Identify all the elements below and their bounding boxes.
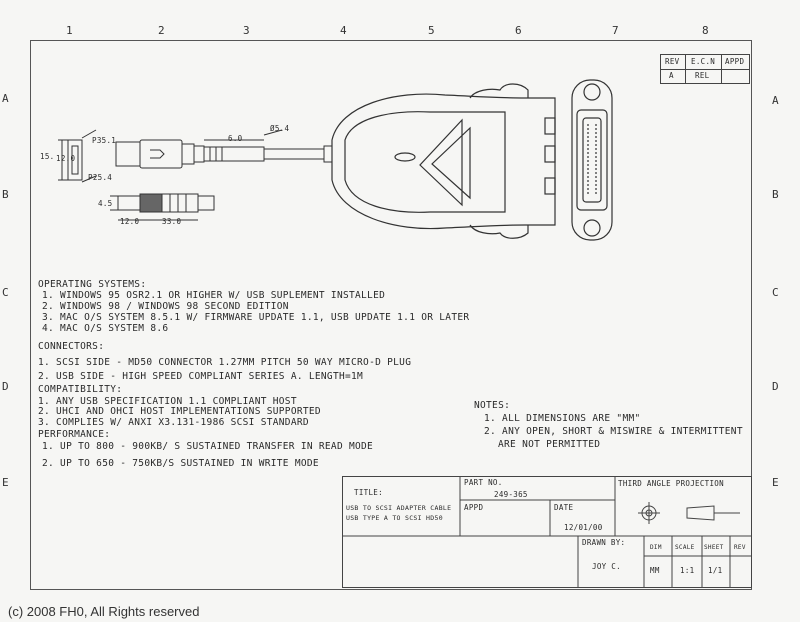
grid-col-5: 5: [428, 24, 435, 37]
cable-drawing: [58, 79, 613, 241]
drawing-frame: [30, 40, 752, 590]
drawn-by-value: JOY C.: [592, 562, 621, 571]
dim-l330: 33.0: [162, 217, 182, 226]
grid-row-a-right: A: [772, 94, 779, 107]
connectors-item: 2. USB SIDE - HIGH SPEED COMPLIANT SERIE…: [38, 371, 364, 382]
grid-row-b-left: B: [2, 188, 9, 201]
grid-col-2: 2: [158, 24, 165, 37]
notes-item: 1. ALL DIMENSIONS ARE "MM": [484, 413, 641, 424]
usb-plug-top-view: [110, 193, 215, 221]
notes-item: ARE NOT PERMITTED: [498, 439, 601, 450]
compatibility-heading: COMPATIBILITY:: [38, 384, 123, 395]
dim-w15: 15.: [40, 152, 55, 161]
dim-len60: 6.0: [228, 134, 243, 143]
performance-heading: PERFORMANCE:: [38, 429, 111, 440]
dim-value: MM: [650, 566, 660, 575]
part-no-value: 249-365: [494, 490, 528, 499]
dim-w12: 12.0: [56, 154, 76, 163]
dim-label: DIM: [650, 544, 662, 551]
compatibility-item: 3. COMPLIES W/ ANXI X3.131-1986 SCSI STA…: [38, 417, 309, 428]
performance-item: 1. UP TO 800 - 900KB/ S SUSTAINED TRANSF…: [42, 441, 374, 452]
notes-item: 2. ANY OPEN, SHORT & MISWIRE & INTERMITT…: [484, 426, 743, 437]
dim-h45: 4.5: [98, 199, 113, 208]
rev-value: A: [669, 71, 674, 80]
dim-dia54: Ø5.4: [270, 124, 290, 133]
scale-label: SCALE: [675, 544, 695, 551]
projection-label: THIRD ANGLE PROJECTION: [618, 479, 724, 488]
grid-col-7: 7: [612, 24, 619, 37]
title-block: TITLE: USB TO SCSI ADAPTER CABLE USB TYP…: [342, 476, 752, 588]
title-line-1: USB TO SCSI ADAPTER CABLE: [346, 504, 452, 512]
performance-item: 2. UP TO 650 - 750KB/S SUSTAINED IN WRIT…: [42, 458, 319, 469]
drawn-by-label: DRAWN BY:: [582, 538, 626, 547]
appd-header: APPD: [725, 57, 745, 66]
usb-plug-front-view: [58, 129, 97, 183]
ecn-value: REL: [695, 71, 710, 80]
grid-row-e-left: E: [2, 476, 9, 489]
grid-col-8: 8: [702, 24, 709, 37]
grid-col-1: 1: [66, 24, 73, 37]
grid-row-a-left: A: [2, 92, 9, 105]
rev-header: REV: [665, 57, 680, 66]
date-value: 12/01/00: [564, 523, 603, 532]
dim-p254: P25.4: [88, 173, 113, 182]
scale-value: 1:1: [680, 566, 695, 575]
grid-row-e-right: E: [772, 476, 779, 489]
dim-l120: 12.0: [120, 217, 140, 226]
connectors-item: 1. SCSI SIDE - MD50 CONNECTOR 1.27MM PIT…: [38, 357, 412, 368]
compatibility-item: 2. UHCI AND OHCI HOST IMPLEMENTATIONS SU…: [38, 406, 321, 417]
grid-row-c-left: C: [2, 286, 9, 299]
usb-plug-side-view: [115, 129, 333, 169]
grid-col-3: 3: [243, 24, 250, 37]
grid-row-d-right: D: [772, 380, 779, 393]
os-item: 3. MAC O/S SYSTEM 8.5.1 W/ FIRMWARE UPDA…: [42, 312, 470, 323]
rev-label: REV: [734, 544, 746, 551]
ecn-header: E.C.N: [691, 57, 716, 66]
grid-col-6: 6: [515, 24, 522, 37]
copyright-notice: (c) 2008 FH0, All Rights reserved: [8, 604, 200, 619]
adapter-body: [331, 83, 556, 239]
grid-col-4: 4: [340, 24, 347, 37]
os-item: 2. WINDOWS 98 / WINDOWS 98 SECOND EDITIO…: [42, 301, 289, 312]
micro-d-connector-view: [571, 79, 613, 241]
sheet-value: 1/1: [708, 566, 723, 575]
compatibility-item: 1. ANY USB SPECIFICATION 1.1 COMPLIANT H…: [38, 396, 297, 407]
os-item: 1. WINDOWS 95 OSR2.1 OR HIGHER W/ USB SU…: [42, 290, 386, 301]
grid-row-c-right: C: [772, 286, 779, 299]
revision-table: REV E.C.N APPD A REL: [660, 54, 750, 84]
part-no-label: PART NO.: [464, 478, 503, 487]
os-item: 4. MAC O/S SYSTEM 8.6: [42, 323, 169, 334]
appd-label: APPD: [464, 503, 484, 512]
grid-row-b-right: B: [772, 188, 779, 201]
date-label: DATE: [554, 503, 574, 512]
sheet-label: SHEET: [704, 544, 724, 551]
os-heading: OPERATING SYSTEMS:: [38, 279, 147, 290]
grid-row-d-left: D: [2, 380, 9, 393]
notes-heading: NOTES:: [474, 400, 511, 411]
dim-p35: P35.1: [92, 136, 117, 145]
title-label: TITLE:: [354, 488, 383, 497]
title-line-2: USB TYPE A TO SCSI HD50: [346, 514, 443, 522]
connectors-heading: CONNECTORS:: [38, 341, 105, 352]
